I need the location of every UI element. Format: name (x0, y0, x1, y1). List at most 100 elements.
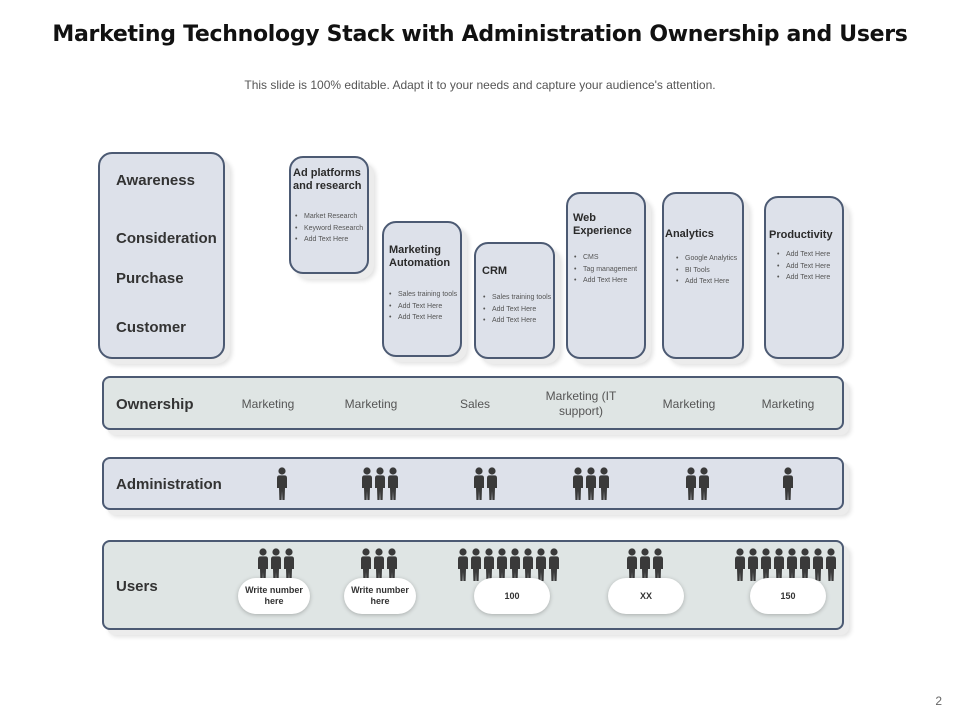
tool-card-ad-platforms: Ad platforms and research Market Researc… (289, 156, 369, 274)
person-icon (599, 467, 609, 500)
person-icon (685, 467, 696, 500)
page-title: Marketing Technology Stack with Administ… (52, 22, 908, 47)
users-people-group (360, 548, 398, 582)
users-band: Users Write number here Write number her… (102, 540, 844, 630)
tool-title: CRM (482, 265, 508, 277)
tool-card-crm: CRM Sales training tools Add Text Here A… (474, 242, 555, 359)
administration-label: Administration (116, 476, 222, 493)
person-icon (284, 548, 294, 581)
tool-item: Add Text Here (293, 234, 367, 246)
person-icon (548, 548, 559, 581)
tool-item: Sales training tools (387, 289, 459, 301)
users-people-group (457, 548, 560, 582)
admin-people-group (782, 467, 794, 501)
tool-item: Add Text Here (387, 312, 459, 324)
person-icon (496, 548, 507, 581)
admin-people-group (685, 467, 710, 501)
tool-item: BI Tools (674, 265, 742, 277)
person-icon (747, 548, 758, 581)
users-people-group (257, 548, 295, 582)
ownership-cell: Marketing (662, 397, 716, 411)
users-count-pill[interactable]: 150 (750, 578, 826, 614)
tool-item: Sales training tools (481, 292, 553, 304)
person-icon (457, 548, 468, 581)
person-icon (470, 548, 481, 581)
person-icon (812, 548, 823, 581)
person-icon (586, 467, 596, 500)
tool-items: Market Research Keyword Research Add Tex… (293, 211, 367, 246)
tool-item: Add Text Here (775, 272, 843, 284)
tool-items: Sales training tools Add Text Here Add T… (387, 289, 459, 324)
tool-item: Keyword Research (293, 223, 367, 235)
ownership-cell: Marketing (IT support) (545, 389, 617, 418)
page-subtitle: This slide is 100% editable. Adapt it to… (244, 78, 716, 92)
tool-item: Add Text Here (387, 301, 459, 313)
tool-items: Sales training tools Add Text Here Add T… (481, 292, 553, 327)
tool-items: Google Analytics BI Tools Add Text Here (674, 253, 742, 288)
tool-item: Google Analytics (674, 253, 742, 265)
ownership-cell: Sales (459, 397, 491, 411)
administration-band: Administration (102, 457, 844, 510)
person-icon (375, 467, 385, 500)
person-icon (522, 548, 533, 581)
person-icon (271, 548, 281, 581)
ownership-label: Ownership (116, 396, 194, 413)
tool-card-web-experience: Web Experience CMS Tag management Add Te… (566, 192, 646, 359)
tool-item: Tag management (572, 264, 644, 276)
tool-card-productivity: Productivity Add Text Here Add Text Here… (764, 196, 844, 359)
person-icon (362, 467, 372, 500)
person-icon (374, 548, 384, 581)
users-count-pill[interactable]: Write number here (238, 578, 310, 614)
tool-items: Add Text Here Add Text Here Add Text Her… (775, 249, 843, 284)
person-icon (825, 548, 836, 581)
admin-people-group (572, 467, 610, 501)
users-count-pill[interactable]: XX (608, 578, 684, 614)
ownership-cell: Marketing (761, 397, 815, 411)
tool-item: Add Text Here (775, 261, 843, 273)
admin-people-group (276, 467, 288, 501)
person-icon (773, 548, 784, 581)
stage-purchase: Purchase (116, 270, 184, 287)
tool-title: Web Experience (573, 212, 632, 237)
tool-card-analytics: Analytics Google Analytics BI Tools Add … (662, 192, 744, 359)
tool-item: CMS (572, 252, 644, 264)
person-icon (277, 467, 287, 500)
ownership-cell: Marketing (344, 397, 398, 411)
person-icon (734, 548, 745, 581)
person-icon (783, 467, 793, 500)
person-icon (573, 467, 583, 500)
person-icon (640, 548, 650, 581)
admin-people-group (361, 467, 399, 501)
users-people-group (626, 548, 664, 582)
customer-journey-card: Awareness Consideration Purchase Custome… (98, 152, 225, 359)
person-icon (698, 467, 709, 500)
tool-item: Add Text Here (775, 249, 843, 261)
tool-item: Add Text Here (481, 315, 553, 327)
person-icon (535, 548, 546, 581)
tool-item: Market Research (293, 211, 367, 223)
person-icon (799, 548, 810, 581)
users-count-pill[interactable]: 100 (474, 578, 550, 614)
person-icon (653, 548, 663, 581)
tool-title: Analytics (665, 228, 714, 240)
tool-item: Add Text Here (572, 275, 644, 287)
page-number: 2 (935, 694, 942, 708)
person-icon (786, 548, 797, 581)
person-icon (486, 467, 497, 500)
ownership-cell: Marketing (241, 397, 295, 411)
person-icon (760, 548, 771, 581)
admin-people-group (473, 467, 498, 501)
tool-item: Add Text Here (674, 276, 742, 288)
person-icon (473, 467, 484, 500)
person-icon (387, 548, 397, 581)
tool-title: Marketing Automation (389, 244, 451, 269)
stage-customer: Customer (116, 319, 187, 336)
person-icon (361, 548, 371, 581)
tool-title: Ad platforms and research (293, 167, 362, 192)
stage-consideration: Consideration (116, 230, 217, 247)
person-icon (258, 548, 268, 581)
stage-awareness: Awareness (116, 172, 195, 189)
person-icon (483, 548, 494, 581)
tool-title: Productivity (769, 229, 833, 241)
users-count-pill[interactable]: Write number here (344, 578, 416, 614)
